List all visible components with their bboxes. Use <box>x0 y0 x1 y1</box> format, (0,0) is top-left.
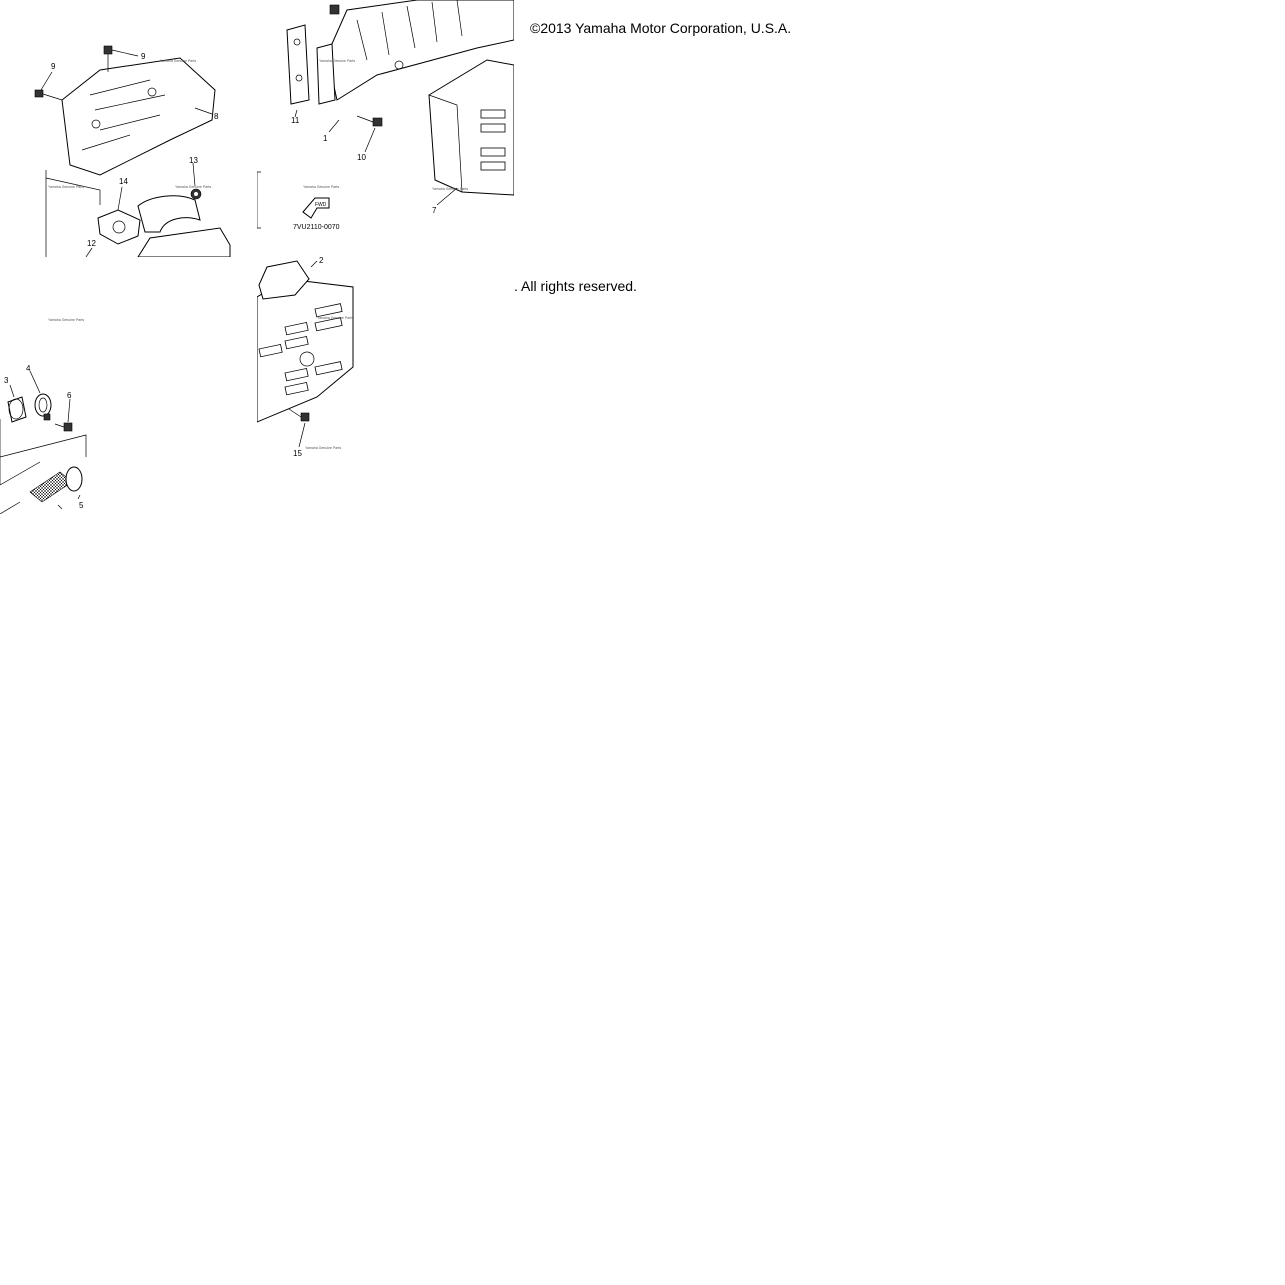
callout-2: 2 <box>319 257 324 265</box>
callout-7: 7 <box>432 206 437 215</box>
protector-cover-drawing: 2 15 Yamaha Genuine Parts Yamaha Genuine… <box>257 257 354 458</box>
genuine-parts-stamp: Yamaha Genuine Parts <box>432 187 468 191</box>
nut-13 <box>190 188 202 200</box>
callout-6: 6 <box>67 391 72 400</box>
gasket-5 <box>65 466 83 492</box>
callout-4: 4 <box>26 364 31 373</box>
heat-protector-plate <box>61 57 216 176</box>
diagram-tile-spark-arrester: 3 4 6 5 Yamaha Genuine Parts <box>0 257 257 514</box>
muffler-body-partial <box>137 227 231 257</box>
heat-protector-hole <box>91 119 101 129</box>
bolt-top <box>329 4 340 15</box>
genuine-parts-stamp: Yamaha Genuine Parts <box>160 59 196 63</box>
genuine-parts-stamp: Yamaha Genuine Parts <box>317 316 353 320</box>
diagram-tile-heat-protector: 9 9 8 13 14 12 Yamaha Genuine Parts Yama… <box>0 0 257 257</box>
fwd-label: FWD <box>315 202 327 208</box>
rights-reserved-notice: . All rights reserved. <box>514 278 637 294</box>
gasket-14 <box>97 209 141 245</box>
callout-1: 1 <box>323 134 328 143</box>
bracket-11 <box>286 24 310 105</box>
callout-8: 8 <box>214 112 219 121</box>
callout-3: 3 <box>4 376 9 385</box>
diagram-tile-protector-cover: 2 15 Yamaha Genuine Parts Yamaha Genuine… <box>257 257 514 514</box>
genuine-parts-stamp: Yamaha Genuine Parts <box>175 185 211 189</box>
diagram-tile-muffler: 11 1 10 7 FWD 7VU2110-0070 Yamaha Genuin… <box>257 0 514 257</box>
callout-10: 10 <box>357 153 366 162</box>
bolt-10 <box>356 115 383 127</box>
protector-cover-top <box>258 260 310 300</box>
callout-5: 5 <box>79 501 84 510</box>
muffler-drawing: 11 1 10 7 FWD 7VU2110-0070 Yamaha Genuin… <box>257 0 514 231</box>
heat-protector-ribs <box>81 79 166 151</box>
callout-13: 13 <box>189 156 198 165</box>
screw-6 <box>54 422 73 432</box>
genuine-parts-stamp: Yamaha Genuine Parts <box>319 59 355 63</box>
muffler-body-ribs <box>356 0 463 61</box>
callout-9-left: 9 <box>51 62 56 71</box>
bolt-9-left <box>34 89 63 101</box>
bolt-15 <box>288 408 310 422</box>
clamp-3 <box>7 396 27 423</box>
spark-arrester-drawing: 3 4 6 5 Yamaha Genuine Parts <box>0 318 87 514</box>
heat-protector-hole <box>147 87 157 97</box>
heat-protector-drawing: 9 9 8 13 14 12 Yamaha Genuine Parts Yama… <box>34 45 231 257</box>
callout-14: 14 <box>119 177 128 186</box>
callout-11: 11 <box>291 116 300 125</box>
genuine-parts-stamp: Yamaha Genuine Parts <box>305 446 341 450</box>
genuine-parts-stamp: Yamaha Genuine Parts <box>48 185 84 189</box>
muffler-cover-slots <box>480 109 506 171</box>
genuine-parts-stamp: Yamaha Genuine Parts <box>303 185 339 189</box>
copyright-notice: ©2013 Yamaha Motor Corporation, U.S.A. <box>530 20 792 36</box>
bracket-11b <box>316 43 336 105</box>
genuine-parts-stamp: Yamaha Genuine Parts <box>48 318 84 322</box>
band-4 <box>34 393 52 421</box>
callout-12: 12 <box>87 239 96 248</box>
exhaust-pipe-elbow <box>137 195 201 233</box>
callout-15: 15 <box>293 449 302 458</box>
callout-9-upper: 9 <box>141 52 146 61</box>
muffler-body <box>326 0 514 101</box>
muffler-cover <box>428 59 514 196</box>
protector-cover-slots <box>258 303 343 396</box>
fwd-arrow-icon: FWD <box>302 197 330 219</box>
diagram-code: 7VU2110-0070 <box>293 224 340 231</box>
